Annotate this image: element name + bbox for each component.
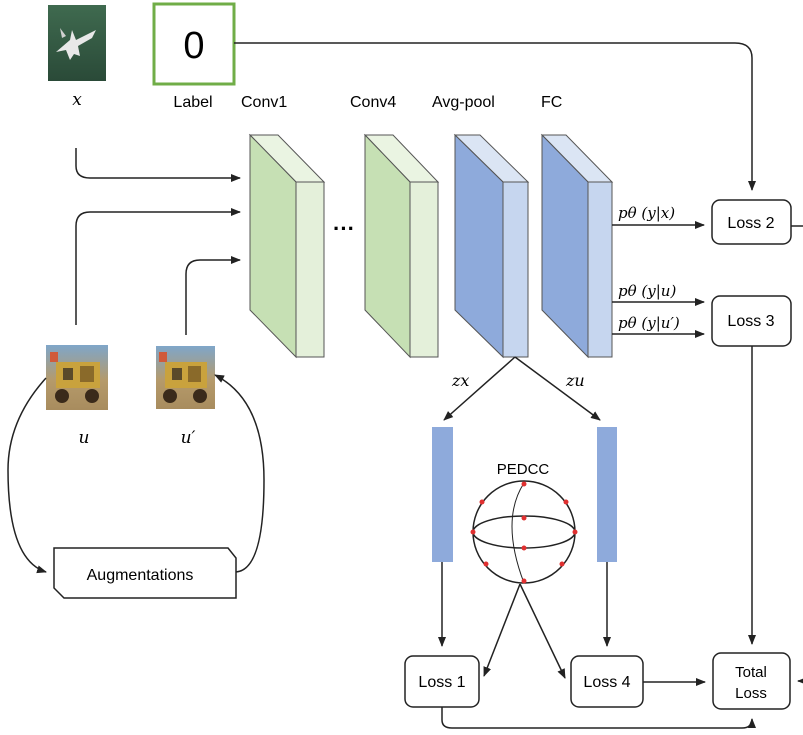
input-image-x	[48, 5, 106, 81]
conv1-block	[248, 133, 326, 359]
unlabeled-image-uprime	[156, 346, 215, 409]
p-uprime-label: pθ (y|u′)	[618, 314, 680, 332]
pedcc-label: PEDCC	[497, 461, 550, 478]
loss2-label: Loss 2	[727, 215, 774, 232]
arrow-avgpool-to-zx	[443, 356, 516, 421]
pedcc-sphere	[470, 480, 578, 584]
label-box	[152, 2, 236, 86]
zu-label: zu	[565, 371, 585, 390]
label-caption: Label	[173, 94, 212, 111]
arrow-augmentations-to-uprime	[214, 374, 265, 573]
p-u-label: pθ (y|u)	[618, 282, 676, 300]
augmentations-label: Augmentations	[87, 567, 194, 584]
fc-block	[540, 133, 614, 359]
arrow-avgpool-to-zu	[514, 356, 601, 421]
p-x-label: pθ (y|x)	[618, 204, 675, 222]
total-loss-box	[712, 652, 791, 710]
loss4-label: Loss 4	[583, 674, 630, 691]
avgpool-block	[453, 133, 530, 359]
arrow-uprime-to-conv1	[185, 256, 241, 335]
total-loss-line2: Loss	[735, 685, 767, 702]
conv4-title: Conv4	[350, 94, 396, 111]
conv1-title: Conv1	[241, 94, 287, 111]
fc-title: FC	[541, 94, 562, 111]
zx-label: zx	[451, 371, 469, 390]
arrow-u-to-augmentations	[7, 377, 47, 574]
arrow-x-to-conv1	[75, 148, 241, 182]
arrow-pedcc-to-loss4	[519, 583, 566, 679]
x-label: x	[72, 90, 82, 110]
loss2-box	[711, 199, 792, 245]
loss3-label: Loss 3	[727, 313, 774, 330]
uprime-label: u′	[181, 428, 196, 448]
arrow-pedcc-to-loss1	[483, 583, 521, 677]
augmentations-box	[53, 547, 237, 599]
arrow-loss1-to-total	[441, 707, 756, 729]
avgpool-title: Avg-pool	[432, 94, 495, 111]
label-value: 0	[183, 25, 204, 67]
u-label: u	[79, 428, 90, 448]
conv4-block	[363, 133, 440, 359]
arrow-label-to-loss2	[234, 42, 756, 191]
zx-feature-bar	[432, 427, 453, 562]
airplane-icon	[56, 28, 96, 60]
loss1-label: Loss 1	[418, 674, 465, 691]
arrow-u-to-conv1	[75, 208, 241, 325]
total-loss-line1: Total	[735, 664, 767, 681]
unlabeled-image-u	[46, 345, 108, 410]
ellipsis: ···	[333, 216, 355, 241]
zu-feature-bar	[597, 427, 617, 562]
